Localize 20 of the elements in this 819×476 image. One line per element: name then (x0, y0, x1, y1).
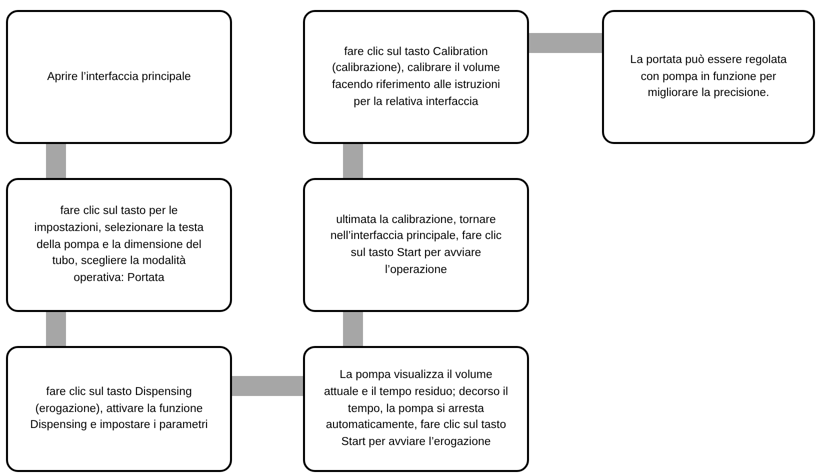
connector-bar (232, 376, 303, 396)
step-text: La pompa visualizza il volume attuale e il tempo residuo; decorso il tempo, la pompa si arresta automaticamente, fare clic sul tasto Start per avviare l’erogazione (323, 368, 509, 450)
step-text: fare clic sul tasto Dispensing (erogazione), attivare la funzione Dispensing e impostare i parametri (29, 384, 209, 434)
step-box (303, 178, 529, 312)
connector-bar (343, 312, 363, 346)
step-text: Aprire l’interfaccia principale (47, 70, 191, 85)
step-text: La portata può essere regolata con pompa in funzione per migliorare la precisione. (629, 52, 788, 102)
step-text: fare clic sul tasto per le impostazioni, selezionare la testa della pompa e la dimensione del tubo, scegliere la modalità operativa: Portata (33, 204, 205, 286)
step-text: fare clic sul tasto Calibration (calibrazione), calibrare il volume facendo riferimento alle istruzioni per la relativa interfaccia (330, 44, 502, 110)
connector-bar (46, 312, 66, 346)
step-box (6, 346, 232, 472)
connector-bar (46, 144, 66, 178)
step-text: ultimata la calibrazione, tornare nell’interfaccia principale, fare clic sul tasto Start per avviare l’operazione (329, 212, 503, 278)
step-box (602, 10, 815, 144)
connector-bar (343, 144, 363, 178)
step-box (6, 178, 232, 312)
connector-bar (529, 33, 602, 53)
step-box (303, 10, 529, 144)
step-box (303, 346, 529, 472)
step-box (6, 10, 232, 144)
